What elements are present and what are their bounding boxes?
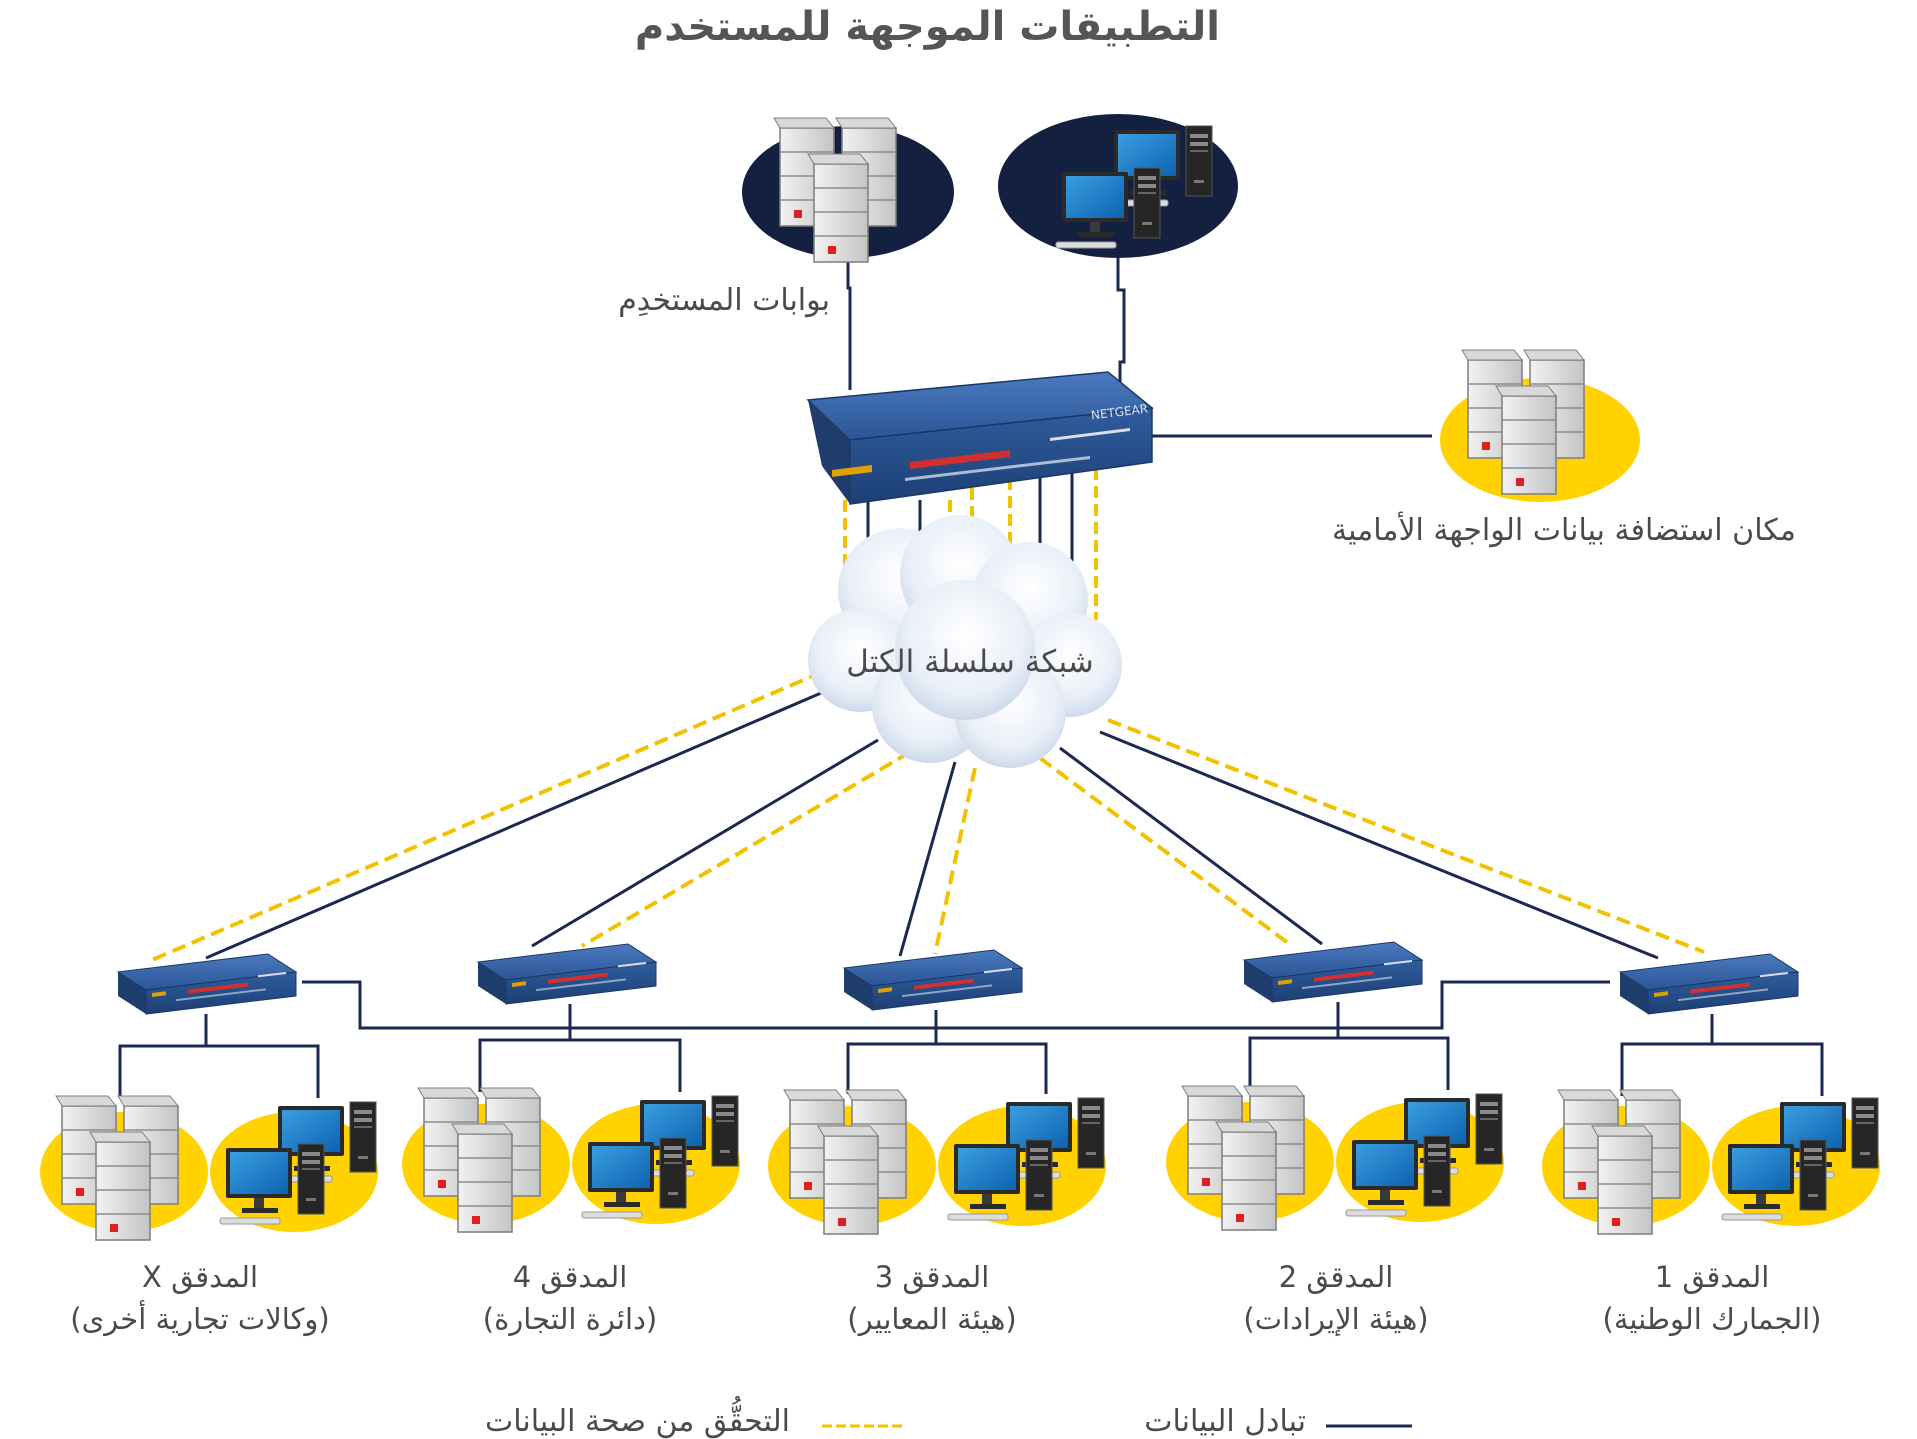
network-switch-icon <box>1243 941 1423 1003</box>
validator-node-3-label: المدقق 3 (هيئة المعايير) <box>752 1256 1112 1340</box>
validator-org: (دائرة التجارة) <box>482 1302 658 1336</box>
validator-node-x-label: المدقق X (وكالات تجارية أخرى) <box>20 1256 380 1340</box>
validator-node-x <box>40 953 378 1240</box>
validator-node-3 <box>768 949 1106 1234</box>
validator-name: المدقق 4 <box>512 1260 628 1294</box>
portal-servers <box>742 118 954 262</box>
portal-desktops <box>998 114 1238 258</box>
main-network-switch: NETGEAR <box>806 371 1154 505</box>
validator-org: (هيئة المعايير) <box>847 1302 1017 1336</box>
validator-org: (الجمارك الوطنية) <box>1602 1302 1822 1336</box>
cloud-icon <box>808 515 1122 768</box>
legend-validation-label: التحقُّق من صحة البيانات <box>485 1404 790 1439</box>
cloud-to-validator-links <box>151 670 1705 962</box>
validator-node-2 <box>1166 941 1504 1230</box>
frontend-hosting-label: مكان استضافة بيانات الواجهة الأمامية <box>1332 510 1796 548</box>
validator-name: المدقق 2 <box>1278 1260 1394 1294</box>
validator-name: المدقق 3 <box>874 1260 990 1294</box>
validator-org: (هيئة الإيرادات) <box>1243 1302 1429 1336</box>
validator-node-1 <box>1542 953 1880 1234</box>
network-switch-icon <box>117 953 297 1015</box>
link-portal-servers <box>846 248 852 390</box>
validator-node-1-label: المدقق 1 (الجمارك الوطنية) <box>1532 1256 1892 1340</box>
user-portals-label: بوابات المستخدِم <box>618 283 830 318</box>
inter-node-link <box>302 980 1610 1030</box>
validator-name: المدقق 1 <box>1654 1260 1770 1294</box>
page-title: التطبيقات الموجهة للمستخدم <box>634 4 1220 50</box>
network-switch-icon <box>477 943 657 1005</box>
validator-node-2-label: المدقق 2 (هيئة الإيرادات) <box>1156 1256 1516 1340</box>
validator-org: (وكالات تجارية أخرى) <box>70 1302 330 1336</box>
legend-exchange-label: تبادل البيانات <box>1144 1404 1306 1439</box>
frontend-hosting <box>1440 350 1640 502</box>
validator-name: المدقق X <box>141 1260 259 1294</box>
network-switch-icon <box>843 949 1023 1011</box>
switch-brand: NETGEAR <box>1090 402 1149 423</box>
blockchain-network-label: شبكة سلسلة الكتل <box>846 644 1094 680</box>
validator-node-4 <box>402 943 740 1232</box>
network-switch-icon <box>1619 953 1799 1015</box>
validator-node-4-label: المدقق 4 (دائرة التجارة) <box>390 1256 750 1340</box>
link-portal-desktops <box>1116 250 1126 392</box>
